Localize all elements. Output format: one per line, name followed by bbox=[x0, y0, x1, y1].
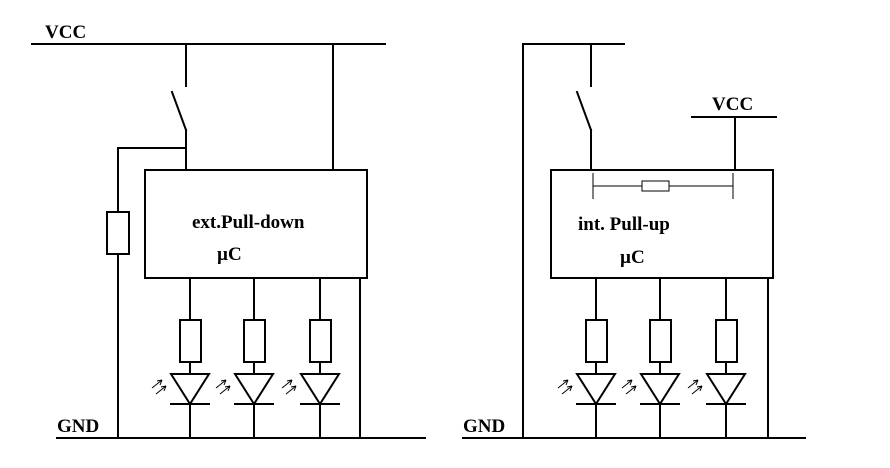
right-led-1 bbox=[575, 373, 617, 406]
left-led-resistor-1 bbox=[179, 319, 202, 363]
right-internal-pullup-resistor bbox=[592, 173, 734, 199]
right-led-2 bbox=[639, 373, 681, 406]
left-led-channel-1 bbox=[151, 277, 211, 439]
left-pulldown-wire-top bbox=[117, 147, 187, 213]
right-circuit: VCC int. Pull-up µC bbox=[462, 43, 806, 439]
left-gnd-label: GND bbox=[57, 416, 99, 437]
right-chip-label: µC bbox=[620, 247, 645, 268]
right-switch-blade bbox=[575, 90, 593, 132]
left-led-channel-2 bbox=[215, 277, 275, 439]
right-led-channel-2 bbox=[621, 277, 681, 439]
right-switch-supply-wire bbox=[522, 43, 625, 439]
left-led-channel-3 bbox=[281, 277, 341, 439]
right-led-3 bbox=[705, 373, 747, 406]
right-led-resistor-1 bbox=[585, 319, 608, 363]
left-led-3 bbox=[299, 373, 341, 406]
left-chip-label: µC bbox=[217, 244, 242, 265]
right-led-resistor-3 bbox=[715, 319, 738, 363]
left-mode-label: ext.Pull-down bbox=[192, 212, 305, 233]
left-switch-blade bbox=[170, 90, 188, 132]
right-mode-label: int. Pull-up bbox=[578, 214, 670, 235]
left-pulldown-resistor bbox=[106, 211, 130, 255]
left-led-2 bbox=[233, 373, 275, 406]
right-gnd-label: GND bbox=[463, 416, 505, 437]
left-microcontroller-box bbox=[144, 169, 368, 279]
right-microcontroller-box bbox=[550, 169, 774, 279]
left-led-1 bbox=[169, 373, 211, 406]
left-led-resistor-2 bbox=[243, 319, 266, 363]
left-led-resistor-3 bbox=[309, 319, 332, 363]
right-vcc-label: VCC bbox=[712, 94, 753, 115]
right-led-channel-1 bbox=[557, 277, 617, 439]
right-led-channel-3 bbox=[687, 277, 747, 439]
right-led-resistor-2 bbox=[649, 319, 672, 363]
left-vcc-label: VCC bbox=[45, 22, 86, 43]
left-circuit: VCC ext.Pull-down µC bbox=[31, 22, 426, 439]
